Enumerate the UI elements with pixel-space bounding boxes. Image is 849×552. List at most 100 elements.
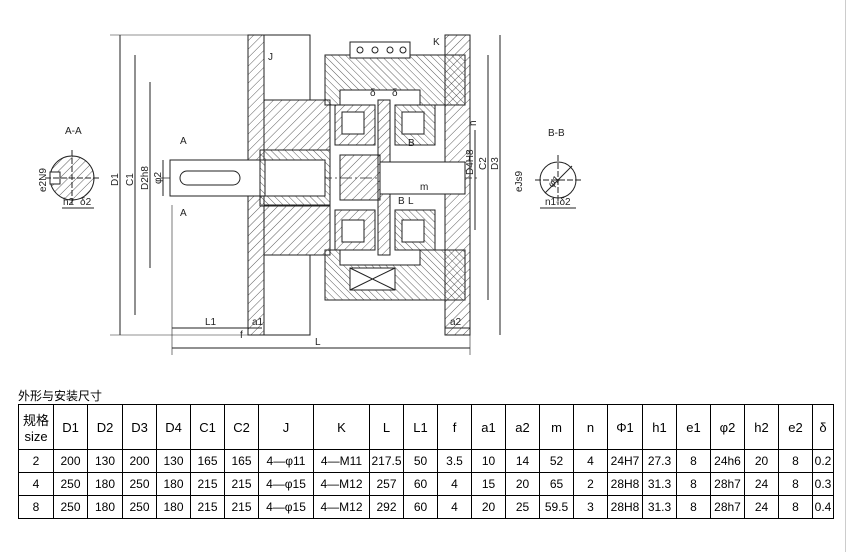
header-9: L1 — [403, 404, 438, 450]
label-delta-left: δ — [370, 88, 376, 99]
table-cell: 257 — [369, 472, 404, 496]
label-d4h8: D4H8 — [465, 149, 476, 175]
label-l1: L1 — [205, 317, 217, 328]
table-cell: 180 — [87, 472, 123, 496]
label-d1: D1 — [110, 173, 121, 186]
table-cell: 165 — [224, 449, 259, 473]
table-cell: 31.3 — [642, 472, 677, 496]
table-cell: 4—M11 — [313, 449, 370, 473]
table-cell: 8 — [676, 472, 711, 496]
table-cell: 4—M12 — [313, 495, 370, 519]
label-b-top: B — [408, 138, 415, 149]
label-h2: h2 — [63, 197, 75, 208]
table-cell: 0.4 — [812, 495, 834, 519]
table-cell: 24H7 — [607, 449, 643, 473]
table-cell: 20 — [471, 495, 506, 519]
table-cell: 15 — [471, 472, 506, 496]
header-8: L — [369, 404, 404, 450]
table-cell: 2 — [18, 449, 54, 473]
header-size-cn: 规格 — [22, 413, 49, 428]
table-cell: 14 — [505, 449, 540, 473]
table-cell: 215 — [190, 495, 225, 519]
label-a1: a1 — [252, 317, 264, 328]
table-cell: 24 — [744, 495, 779, 519]
table-cell: 8 — [18, 495, 54, 519]
label-a-bottom: A — [180, 208, 187, 219]
label-d2h8: D2h8 — [140, 166, 151, 190]
table-cell: 28h7 — [710, 495, 745, 519]
header-size-en: size — [24, 429, 48, 444]
table-cell: 25 — [505, 495, 540, 519]
table-cell: 28H8 — [607, 495, 643, 519]
table-cell: 8 — [778, 449, 813, 473]
table-cell: 65 — [539, 472, 574, 496]
label-phi1: φ1 — [546, 174, 563, 191]
table-cell: 31.3 — [642, 495, 677, 519]
label-m: m — [420, 182, 428, 193]
label-f: f — [240, 330, 243, 341]
label-a2: a2 — [450, 317, 462, 328]
header-21: δ — [812, 404, 834, 450]
table-cell: 200 — [122, 449, 157, 473]
table-cell: 24h6 — [710, 449, 745, 473]
table-cell: 8 — [676, 495, 711, 519]
table-cell: 3 — [573, 495, 608, 519]
label-c1: C1 — [125, 173, 136, 186]
table-cell: 215 — [190, 472, 225, 496]
table-cell: 250 — [53, 472, 88, 496]
table-cell: 28h7 — [710, 472, 745, 496]
table-cell: 4—φ15 — [258, 472, 314, 496]
label-delta2: δ2 — [80, 197, 92, 208]
table-cell: 200 — [53, 449, 88, 473]
table-cell: 24 — [744, 472, 779, 496]
table-cell: 4 — [18, 472, 54, 496]
table-cell: 4 — [573, 449, 608, 473]
table-cell: 2 — [573, 472, 608, 496]
table-cell: 8 — [778, 472, 813, 496]
label-ejs9: eJs9 — [514, 170, 525, 192]
header-2: D3 — [122, 404, 157, 450]
table-cell: 217.5 — [369, 449, 404, 473]
header-7: K — [313, 404, 370, 450]
table-cell: 59.5 — [539, 495, 574, 519]
label-delta-right: δ — [392, 88, 398, 99]
table-cell: 130 — [87, 449, 123, 473]
table-cell: 4 — [437, 495, 472, 519]
page-edge — [845, 0, 846, 552]
table-cell: 20 — [505, 472, 540, 496]
header-13: m — [539, 404, 574, 450]
table-cell: 3.5 — [437, 449, 472, 473]
table-cell: 250 — [122, 495, 157, 519]
label-n1: n1-δ2 — [545, 197, 571, 208]
table-cell: 4—φ11 — [258, 449, 314, 473]
table-caption: 外形与安装尺寸 — [18, 389, 103, 403]
header-12: a2 — [505, 404, 540, 450]
table-cell: 130 — [156, 449, 191, 473]
label-d3: D3 — [490, 157, 501, 170]
header-17: e1 — [676, 404, 711, 450]
table-cell: 4—M12 — [313, 472, 370, 496]
label-n: n — [468, 120, 479, 126]
table-cell: 50 — [403, 449, 438, 473]
label-a-top: A — [180, 136, 187, 147]
header-6: J — [258, 404, 314, 450]
table-cell: 27.3 — [642, 449, 677, 473]
header-5: C2 — [224, 404, 259, 450]
table-cell: 250 — [53, 495, 88, 519]
label-l: L — [315, 337, 321, 348]
technical-drawing: A-A B-B e2N9 h2 δ2 D1 C1 D2h8 φ2 A A L1 … — [38, 34, 582, 355]
label-j: J — [268, 52, 273, 63]
table-cell: 20 — [744, 449, 779, 473]
header-15: Φ1 — [607, 404, 643, 450]
table-cell: 180 — [87, 495, 123, 519]
table-cell: 215 — [224, 472, 259, 496]
header-10: f — [437, 404, 472, 450]
table-cell: 292 — [369, 495, 404, 519]
label-section-b: B-B — [548, 128, 565, 139]
header-18: φ2 — [710, 404, 745, 450]
label-phi2: φ2 — [153, 172, 164, 184]
table-cell: 28H8 — [607, 472, 643, 496]
table-cell: 0.2 — [812, 449, 834, 473]
